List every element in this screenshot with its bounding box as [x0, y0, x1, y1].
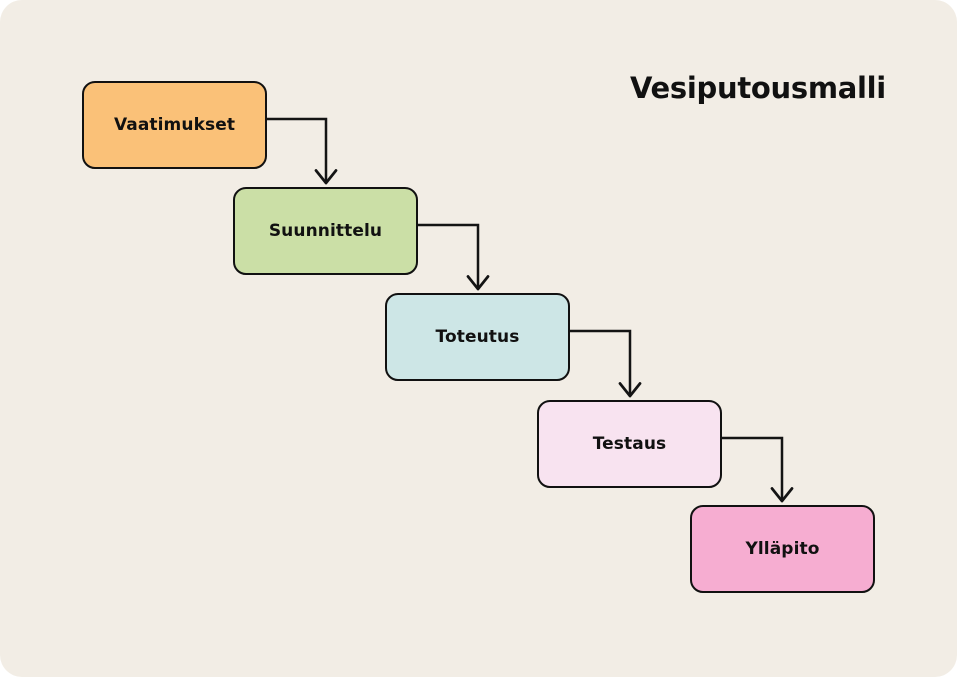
- stage-label: Toteutus: [435, 327, 520, 347]
- stage-label: Ylläpito: [745, 539, 820, 559]
- arrow-vaatimukset-suunnittelu: [267, 117, 338, 185]
- stage-box-testaus: Testaus: [537, 400, 722, 488]
- stage-label: Suunnittelu: [268, 221, 383, 241]
- stage-box-yllapito: Ylläpito: [690, 505, 875, 593]
- stage-box-vaatimukset: Vaatimukset: [82, 81, 267, 169]
- stage-box-suunnittelu: Suunnittelu: [233, 187, 418, 275]
- diagram-title: Vesiputousmalli: [630, 71, 886, 105]
- stage-box-toteutus: Toteutus: [385, 293, 570, 381]
- arrow-toteutus-testaus: [570, 329, 642, 398]
- stage-label: Vaatimukset: [113, 115, 236, 135]
- stage-label: Testaus: [592, 434, 667, 454]
- arrow-testaus-yllapito: [722, 436, 794, 503]
- arrow-suunnittelu-toteutus: [418, 223, 490, 291]
